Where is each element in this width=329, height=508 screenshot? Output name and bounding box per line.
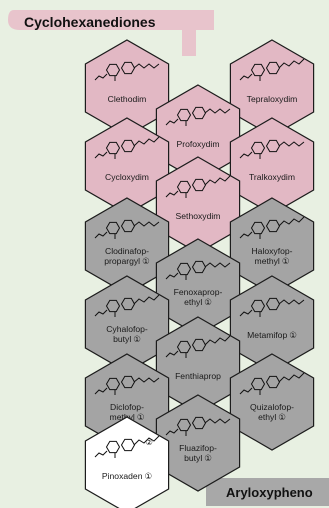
compound-name: Tepraloxydim xyxy=(247,94,298,104)
compound-name: Profoxydim xyxy=(177,139,220,149)
compound-name: Fluazifop- xyxy=(179,443,217,453)
hex-cell xyxy=(155,394,241,492)
structure-icon xyxy=(94,136,160,159)
footnote-marker: ① xyxy=(278,413,286,423)
structure-icon xyxy=(165,335,231,358)
structure-icon xyxy=(239,372,305,395)
footnote-marker: ① xyxy=(204,454,212,464)
structure-icon xyxy=(94,435,160,458)
structure-icon xyxy=(239,139,305,159)
compound-name: Fenoxaprop- xyxy=(174,287,223,297)
footnote-marker: ① xyxy=(145,472,153,482)
structure-icon xyxy=(94,61,160,81)
compound-name: Sethoxydim xyxy=(176,211,221,221)
structure-icon xyxy=(239,216,305,239)
compound-name: Cycloxydim xyxy=(105,172,149,182)
compound-name: Fenthiaprop xyxy=(175,371,221,381)
hex-cycloxydim: Cycloxydim xyxy=(84,117,170,215)
compound-name: Cyhalofop- xyxy=(106,324,148,334)
footnote-marker: ① xyxy=(204,298,212,308)
structure-icon xyxy=(94,294,160,317)
cyclohexanediones-banner xyxy=(8,10,214,56)
structure-icon xyxy=(165,106,231,126)
aryloxyphenoxy-title: Aryloxypheno xyxy=(226,485,313,500)
structure-icon xyxy=(165,416,231,436)
footnote-marker: ① xyxy=(289,331,297,341)
cyclohexanediones-title: Cyclohexanediones xyxy=(24,14,156,30)
structure-icon xyxy=(165,175,231,198)
aryloxyphenoxy-bar xyxy=(206,478,329,506)
hex-clethodim: Clethodim xyxy=(84,39,170,137)
structure-icon xyxy=(94,375,160,395)
structure-icon xyxy=(239,297,305,317)
footnote-marker: ① xyxy=(282,257,290,267)
structure-icon xyxy=(94,219,160,239)
footnote-marker: ① xyxy=(142,257,150,267)
structure-icon xyxy=(165,260,231,280)
compound-name: Clodinafop- xyxy=(105,246,149,256)
compound-name: Tralkoxydim xyxy=(249,172,295,182)
footnote-marker: ① xyxy=(133,335,141,345)
structure-icon xyxy=(239,58,305,81)
footnote-marker-top: ② xyxy=(145,438,153,448)
footnote-marker: ① xyxy=(137,413,145,423)
compound-name: Diclofop- xyxy=(110,402,144,412)
compound-name: Clethodim xyxy=(108,94,147,104)
hex-cell xyxy=(229,353,315,451)
compound-name: Haloxyfop- xyxy=(251,246,292,256)
compound-name: Quizalofop- xyxy=(250,402,294,412)
